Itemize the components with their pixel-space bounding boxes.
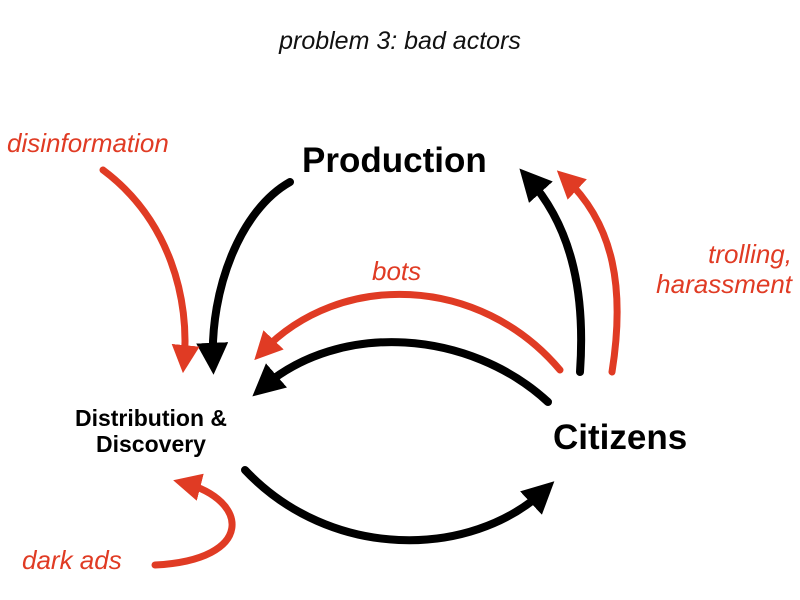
arrow-citizens-to-production — [519, 168, 586, 376]
arrow-citizens-to-distribution — [252, 338, 552, 406]
label-trolling-line1: trolling, — [708, 239, 792, 269]
node-production: Production — [302, 141, 487, 180]
arrow-dark-ads — [151, 473, 236, 569]
node-citizens: Citizens — [553, 418, 688, 457]
arrow-distribution-to-citizens — [241, 466, 555, 545]
label-bots: bots — [372, 256, 422, 286]
node-distribution-line2: Discovery — [96, 431, 206, 458]
arrow-bots — [254, 290, 564, 374]
page-title: problem 3: bad actors — [279, 27, 521, 55]
label-trolling-harassment: trolling, harassment — [636, 239, 792, 300]
label-disinformation: disinformation — [7, 128, 169, 158]
label-trolling-line2: harassment — [656, 268, 792, 299]
arrow-disinformation — [99, 166, 200, 374]
node-distribution-discovery: Distribution & Discovery — [56, 405, 246, 458]
arrow-production-to-distribution — [196, 178, 294, 375]
label-dark-ads: dark ads — [22, 545, 122, 575]
node-distribution-line1: Distribution & — [74, 405, 228, 431]
arrow-trolling-harassment — [556, 170, 621, 376]
